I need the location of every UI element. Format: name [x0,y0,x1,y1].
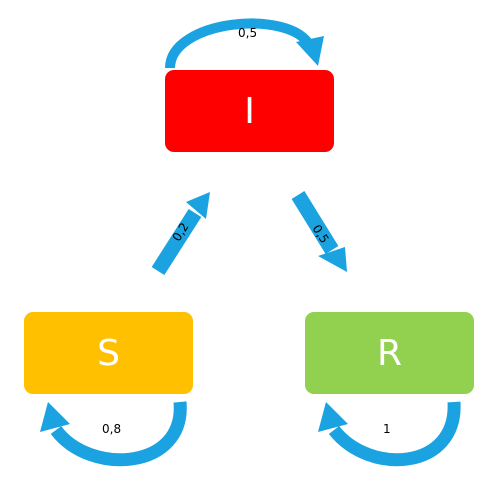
loop-arrow-s [40,401,187,467]
state-s-label: S [97,332,120,374]
transition-label-s-loop: 0,8 [102,422,122,436]
state-i-box: I [165,70,334,152]
state-s-box: S [24,312,193,394]
transition-label-r-loop: 1 [383,422,391,436]
state-r-label: R [376,332,402,374]
loop-arrow-r [318,401,461,467]
transition-label-i-loop: 0,5 [238,26,258,40]
state-i-label: I [244,90,255,132]
arrow-s-to-i [151,192,210,276]
arrow-i-to-r [291,191,347,272]
loop-arrow-i [165,18,324,69]
state-r-box: R [305,312,474,394]
